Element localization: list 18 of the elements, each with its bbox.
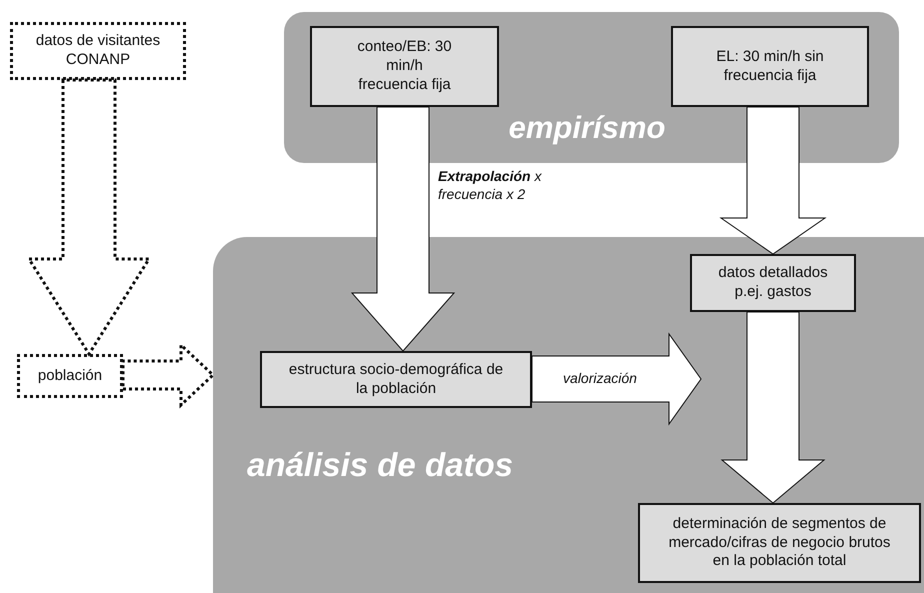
- block-arrow: [26, 78, 152, 357]
- section-panel: [213, 237, 924, 593]
- process-box: estructura socio-demográfica de la población: [260, 351, 532, 408]
- dotted-box: población: [17, 354, 123, 398]
- process-box: EL: 30 min/h sin frecuencia fija: [671, 26, 869, 107]
- block-arrow: [719, 106, 827, 255]
- section-panel: [284, 12, 899, 163]
- process-box: datos detallados p.ej. gastos: [690, 254, 856, 312]
- edge-label: Extrapolación x frecuencia x 2: [438, 168, 543, 203]
- block-arrow: [720, 312, 826, 504]
- process-box: determinación de segmentos de mercado/cifras de negocio brutos en la población total: [638, 503, 921, 583]
- dotted-box: datos de visitantes CONANP: [10, 22, 186, 80]
- block-arrow: [532, 332, 702, 426]
- section-title: análisis de datos: [247, 446, 513, 484]
- edge-label: valorización: [562, 370, 638, 388]
- process-box: conteo/EB: 30 min/h frecuencia fija: [310, 26, 499, 107]
- section-title: empirísmo: [508, 110, 666, 146]
- block-arrow: [350, 106, 456, 352]
